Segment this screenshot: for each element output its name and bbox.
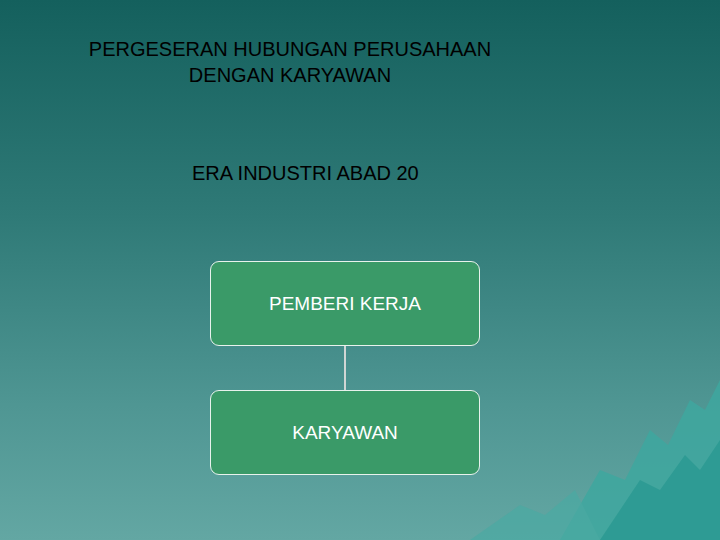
mountain-shape bbox=[600, 440, 720, 540]
era-label: ERA INDUSTRI ABAD 20 bbox=[192, 162, 419, 185]
process-box: KARYAWAN bbox=[210, 390, 480, 475]
process-box: PEMBERI KERJA bbox=[210, 261, 480, 346]
connector-line bbox=[344, 346, 346, 390]
box-text: KARYAWAN bbox=[278, 422, 412, 444]
slide-title: PERGESERAN HUBUNGAN PERUSAHAAN DENGAN KA… bbox=[60, 36, 520, 88]
box-text: PEMBERI KERJA bbox=[255, 293, 435, 315]
mountain-shape bbox=[470, 490, 600, 540]
